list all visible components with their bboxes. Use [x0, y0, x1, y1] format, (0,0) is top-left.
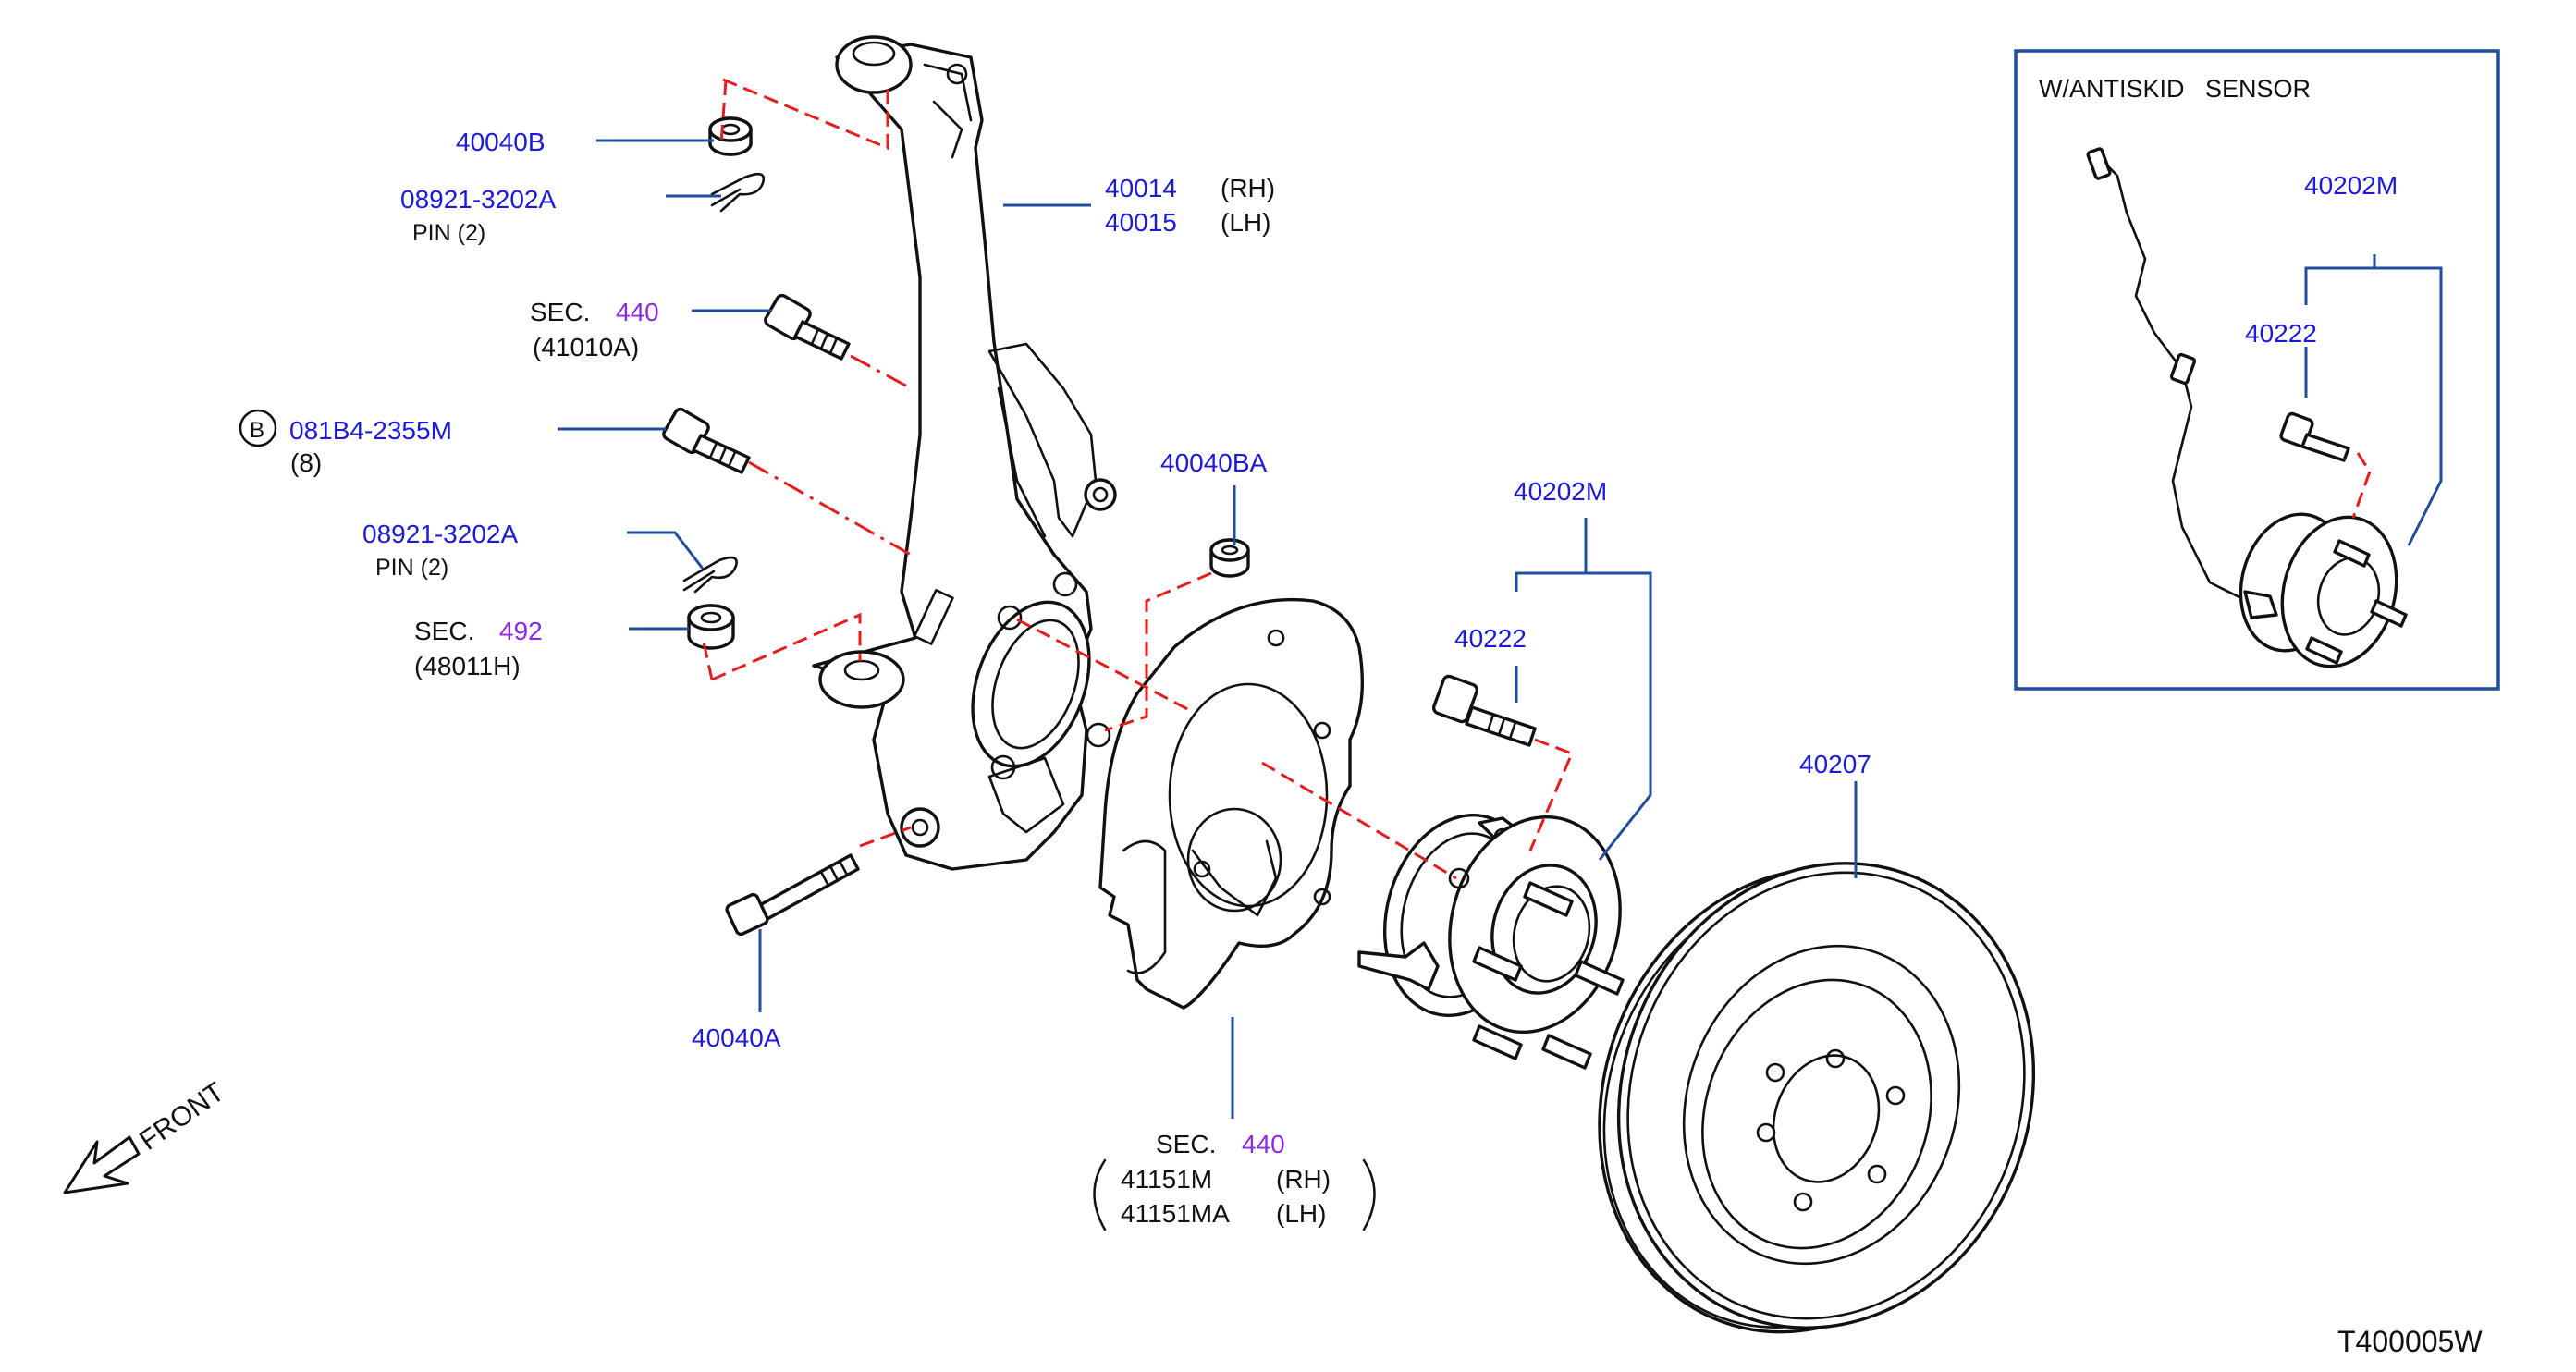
diagram-code: T400005W [2337, 1325, 2483, 1358]
b-marker-icon: B [239, 409, 277, 447]
label-cotter-pin-mid-qty: PIN (2) [375, 555, 448, 581]
castle-nut-icon [687, 604, 735, 650]
inset-label-hub: 40202M [2304, 171, 2398, 200]
dust-shield [1098, 597, 1365, 1010]
label-cotter-pin-top-qty: PIN (2) [412, 220, 485, 246]
wheel-hub-assembly [1357, 814, 1625, 1070]
label-shield-lh: 41151MA [1121, 1199, 1230, 1228]
inset-label-bolt: 40222 [2245, 319, 2317, 348]
alignment-lines [701, 78, 1574, 880]
label-sec-bolt-num: 440 [616, 298, 659, 326]
front-arrow-icon [63, 1135, 141, 1194]
steering-knuckle [812, 35, 1117, 871]
inset-title: W/ANTISKID SENSOR [2039, 75, 2311, 103]
flange-bolt-icon [764, 293, 851, 361]
label-shield-sec-prefix: SEC. [1156, 1130, 1216, 1158]
label-hub-bolt: 40222 [1454, 624, 1527, 653]
label-sec-bolt-ref: (41010A) [533, 333, 639, 361]
label-knuckle-lh-side: (LH) [1221, 208, 1270, 237]
label-sec-nut-prefix: SEC. [414, 617, 474, 645]
label-sec-nut-ref: (48011H) [414, 652, 521, 680]
label-shield-rh-side: (RH) [1276, 1165, 1331, 1194]
b-marker-text: B [250, 418, 264, 443]
label-sec-bolt-prefix: SEC. [530, 298, 590, 326]
long-bolt-icon [725, 853, 860, 937]
label-knuckle-lh: 40015 [1105, 208, 1177, 237]
label-bolt-bottom: 40040A [692, 1023, 781, 1052]
label-nut-top: 40040B [456, 128, 546, 156]
brake-rotor [1598, 862, 2036, 1334]
label-shield-rh: 41151M [1121, 1165, 1212, 1194]
cotter-pin-icon [710, 172, 766, 213]
label-knuckle-rh-side: (RH) [1221, 174, 1275, 202]
antiskid-sensor-inset [2014, 49, 2500, 691]
hub-bolt-icon [1431, 674, 1537, 747]
castle-nut-icon [1209, 538, 1250, 578]
label-knuckle-rh: 40014 [1105, 174, 1177, 202]
label-sec-nut-num: 492 [499, 617, 543, 645]
label-bolt-b-qty: (8) [290, 448, 322, 477]
label-shield-sec-num: 440 [1242, 1130, 1285, 1158]
label-bolt-b: 081B4-2355M [289, 416, 452, 445]
cotter-pin-icon [682, 556, 738, 594]
leader-lines [558, 139, 1858, 1119]
label-cotter-pin-top: 08921-3202A [400, 185, 556, 214]
label-shield-lh-side: (LH) [1276, 1199, 1326, 1228]
front-label: FRONT [134, 1076, 230, 1156]
flange-bolt-icon [662, 407, 751, 474]
castle-nut-icon [708, 116, 753, 156]
label-nut-ba: 40040BA [1160, 448, 1268, 477]
label-hub-assy: 40202M [1514, 477, 1607, 506]
label-rotor: 40207 [1799, 750, 1871, 778]
label-cotter-pin-mid: 08921-3202A [362, 520, 518, 548]
